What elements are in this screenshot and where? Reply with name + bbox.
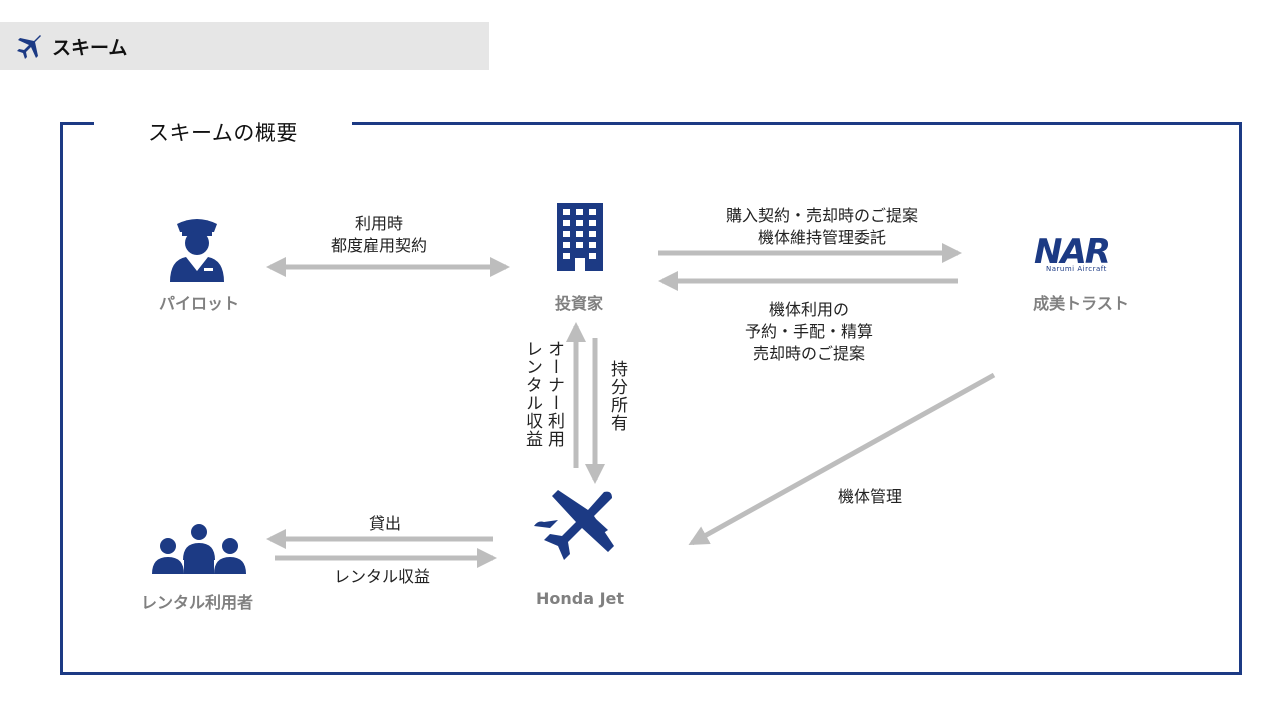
edge-label-pilot-investor: 利用時 都度雇用契約 <box>331 213 427 257</box>
building-icon <box>557 203 603 271</box>
edge-label-investor-to-trust: 購入契約・売却時のご提案 機体維持管理委託 <box>726 205 918 249</box>
edge-label-line: 購入契約・売却時のご提案 <box>725 206 919 225</box>
users-icon <box>152 524 246 574</box>
edge-label-rental-income: レンタル収益 <box>333 567 431 586</box>
header-bar: スキーム <box>0 22 489 70</box>
edge-label-line: 機体利用の <box>768 300 850 319</box>
edge-label-share-ownership: 持分所有 <box>607 360 627 432</box>
overview-frame <box>60 122 1242 675</box>
edge-label-rental-income-vertical: レンタル収益 <box>522 340 542 448</box>
edge-label-owner-use: オーナー利用 <box>544 340 564 448</box>
edge-label-aircraft-management: 機体管理 <box>837 487 903 506</box>
node-label-investor: 投資家 <box>554 294 604 313</box>
airplane-icon <box>534 490 614 560</box>
edge-label-line: 機体維持管理委託 <box>757 228 887 247</box>
frame-title: スキームの概要 <box>148 121 298 145</box>
node-label-renters: レンタル利用者 <box>140 593 254 612</box>
nar-logo-mark: NAR <box>1034 232 1111 272</box>
pilot-icon <box>170 219 224 282</box>
edge-label-line: 売却時のご提案 <box>752 344 866 363</box>
edge-label-line: 都度雇用契約 <box>330 236 428 255</box>
airplane-icon <box>17 35 41 59</box>
frame-title-gap <box>94 116 352 130</box>
arrow-trust-to-jet <box>688 372 996 546</box>
node-label-trust: 成美トラスト <box>1033 294 1129 313</box>
node-label-pilot: パイロット <box>158 294 240 313</box>
edge-label-lending: 貸出 <box>368 514 402 533</box>
nar-logo: NAR Narumi Aircraft <box>1034 232 1124 274</box>
node-label-jet: Honda Jet <box>535 589 625 608</box>
nar-logo-subtitle: Narumi Aircraft <box>1046 265 1107 273</box>
edge-label-line: 予約・手配・精算 <box>744 322 874 341</box>
edge-label-trust-to-investor: 機体利用の 予約・手配・精算 売却時のご提案 <box>745 299 873 365</box>
section-title: スキーム <box>52 37 128 59</box>
edge-label-line: 利用時 <box>354 214 404 233</box>
